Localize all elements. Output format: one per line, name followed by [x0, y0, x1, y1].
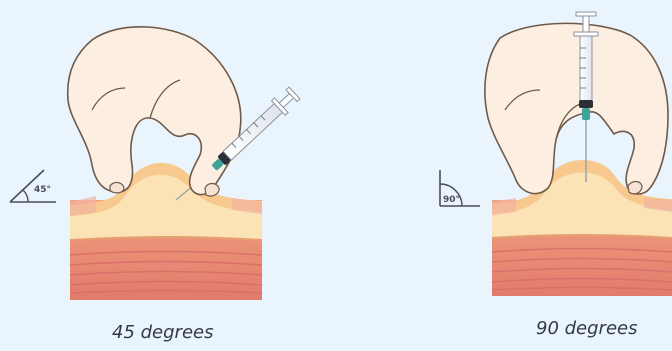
angle-45-icon: 45° — [10, 170, 56, 202]
caption-90-degrees: 90 degrees — [536, 318, 637, 339]
angle-90-icon: 90° — [440, 170, 480, 206]
panel-90: 90° — [440, 12, 672, 296]
caption-45-degrees: 45 degrees — [112, 322, 213, 343]
angle-90-label: 90° — [443, 195, 460, 205]
panel-45: 45° — [10, 27, 301, 300]
angle-45-label: 45° — [34, 185, 51, 195]
